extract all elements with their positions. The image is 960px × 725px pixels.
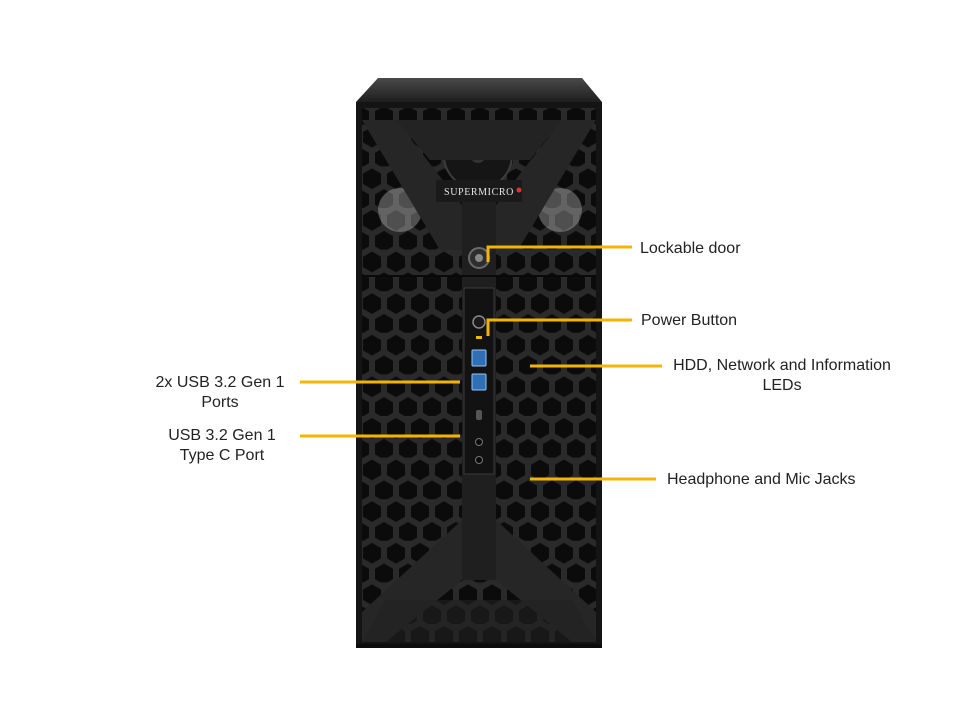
brand-plate <box>436 180 522 202</box>
callout-power-button-text: Power Button <box>641 312 738 329</box>
usb-port-1 <box>471 349 487 367</box>
leader-line-power-button <box>486 318 632 336</box>
chassis: SUPERMICRO <box>356 78 602 648</box>
power-button <box>472 315 486 329</box>
callout-usb-c: USB 3.2 Gen 1 Type C Port <box>142 426 302 466</box>
chassis-top <box>356 78 602 102</box>
status-led <box>476 336 482 339</box>
callout-leds: HDD, Network and Information LEDs <box>662 356 902 396</box>
brand-logo: SUPERMICRO <box>444 187 514 198</box>
leader-line-lockable-door <box>486 245 632 262</box>
headphone-jack <box>475 438 483 446</box>
frame-top-bar <box>396 120 562 160</box>
frame-upper-right <box>496 120 596 250</box>
mic-jack <box>475 456 483 464</box>
callout-usb-c-line-1: USB 3.2 Gen 1 <box>168 427 276 444</box>
brand-logo-dot <box>516 187 522 193</box>
callout-lockable-door-text: Lockable door <box>640 240 741 257</box>
callout-leds-line-1: HDD, Network and Information <box>673 357 891 374</box>
callout-usb-c-line-2: Type C Port <box>179 447 265 464</box>
callout-lockable-door: Lockable door <box>640 239 741 259</box>
frame-upper-left <box>362 120 462 250</box>
callout-leds-line-2: LEDs <box>762 377 802 394</box>
fan-right <box>538 188 582 232</box>
frame-bottom-bar <box>362 600 596 642</box>
leader-lines <box>300 245 662 481</box>
callout-audio-jacks: Headphone and Mic Jacks <box>667 470 856 490</box>
callout-usb-ports: 2x USB 3.2 Gen 1 Ports <box>140 373 300 413</box>
callout-audio-jacks-text: Headphone and Mic Jacks <box>667 471 856 488</box>
usb-port-2 <box>471 373 487 391</box>
callout-power-button: Power Button <box>641 311 737 331</box>
callout-usb-ports-line-1: 2x USB 3.2 Gen 1 <box>155 374 285 391</box>
callout-usb-ports-line-2: Ports <box>201 394 239 411</box>
usb-c-port <box>476 410 482 420</box>
